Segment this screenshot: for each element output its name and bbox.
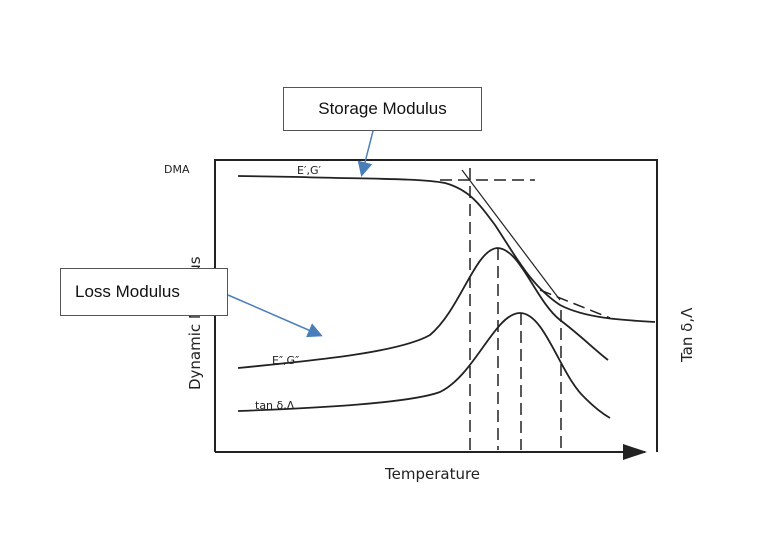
loss-modulus-curve	[237, 247, 609, 369]
dma-label: DMA	[164, 163, 190, 176]
series-label-loss: E″,G″	[272, 354, 299, 367]
construction-lines	[440, 168, 611, 450]
x-axis-label: Temperature	[384, 465, 480, 483]
loss-callout-arrow	[227, 294, 323, 338]
y-axis-right-label: Tan δ,Λ	[678, 307, 696, 363]
tan-delta-curve	[237, 312, 611, 419]
tangent-line	[461, 169, 561, 301]
storage-modulus-curve	[237, 175, 656, 323]
loss-modulus-callout: Loss Modulus	[60, 268, 228, 316]
series-label-tan: tan δ,Λ	[255, 399, 295, 412]
storage-callout-arrow	[357, 130, 374, 177]
storage-modulus-callout: Storage Modulus	[283, 87, 482, 131]
series-label-storage: E′,G′	[297, 164, 321, 177]
